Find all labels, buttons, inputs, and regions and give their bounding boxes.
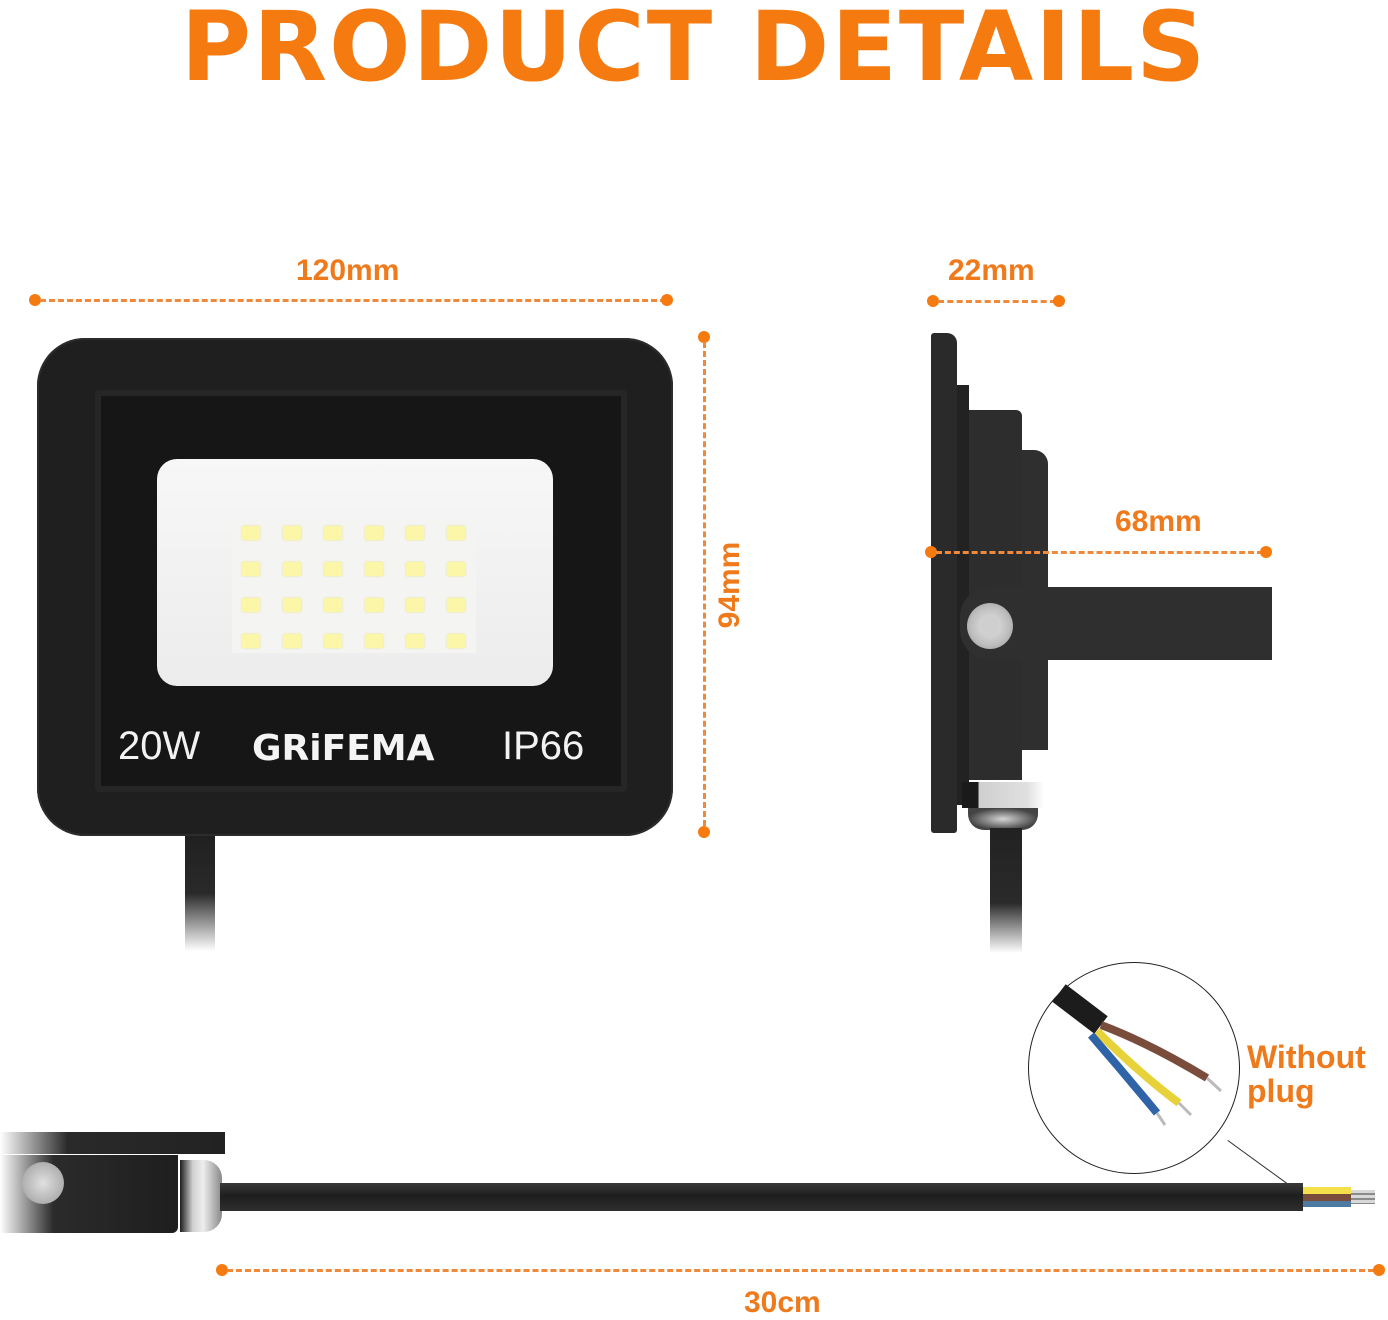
led-chip — [324, 562, 342, 576]
led-chip — [447, 526, 465, 540]
wire-detail-callout — [1028, 962, 1240, 1174]
stripped-wire-tips — [1351, 1190, 1375, 1204]
dimension-endpoint-dot — [1260, 546, 1272, 558]
led-chip — [447, 562, 465, 576]
dimension-endpoint-dot — [1053, 295, 1065, 307]
led-chip — [365, 526, 383, 540]
cable-gland-nut — [968, 808, 1038, 830]
dimension-endpoint-dot — [216, 1264, 228, 1276]
cable-length-label: 30cm — [744, 1286, 821, 1319]
floodlight-side-back — [931, 333, 957, 833]
led-chip — [324, 598, 342, 612]
ip-rating-label: IP66 — [502, 724, 585, 768]
dimension-endpoint-dot — [29, 294, 41, 306]
led-chip — [447, 634, 465, 648]
height-label: 94mm — [713, 541, 746, 629]
brown-wire — [1303, 1194, 1351, 1201]
floodlight-side-mid — [957, 385, 969, 805]
dimension-endpoint-dot — [925, 546, 937, 558]
front-power-cable — [185, 836, 215, 951]
bracket-depth-label: 68mm — [1115, 505, 1202, 538]
bottom-cable-gland — [180, 1160, 222, 1232]
power-label: 20W — [118, 724, 201, 768]
cable-gland — [962, 782, 1044, 808]
led-chip — [365, 634, 383, 648]
led-chip — [242, 634, 260, 648]
led-chip — [283, 562, 301, 576]
cable-length-dimension-line — [227, 1269, 1374, 1272]
bracket-dimension-line — [936, 551, 1263, 554]
page-title: PRODUCT DETAILS — [180, 0, 1208, 103]
blue-wire — [1303, 1201, 1351, 1207]
led-chip — [283, 634, 301, 648]
led-board — [232, 517, 476, 653]
depth-dimension-line — [938, 300, 1056, 303]
led-chip — [365, 562, 383, 576]
led-chip — [283, 526, 301, 540]
yellow-green-wire — [1303, 1187, 1351, 1194]
width-label: 120mm — [296, 254, 400, 287]
led-chip — [324, 634, 342, 648]
led-chip — [447, 598, 465, 612]
led-chip — [406, 526, 424, 540]
dimension-endpoint-dot — [1373, 1264, 1385, 1276]
led-chip — [324, 526, 342, 540]
dimension-endpoint-dot — [698, 826, 710, 838]
brand-logo: GRiFEMA — [252, 728, 435, 769]
height-dimension-line — [703, 342, 706, 826]
led-chip — [406, 634, 424, 648]
stripped-wires-icon — [1052, 984, 1223, 1126]
hex-socket-icon — [980, 616, 1000, 636]
led-chip — [406, 598, 424, 612]
led-chip — [406, 562, 424, 576]
floodlight-bottom-plate — [0, 1132, 225, 1154]
dimension-endpoint-dot — [927, 295, 939, 307]
dimension-endpoint-dot — [661, 294, 673, 306]
width-dimension-line — [40, 299, 666, 302]
depth-label: 22mm — [948, 254, 1035, 287]
without-plug-line2: plug — [1247, 1073, 1315, 1109]
led-chip — [283, 598, 301, 612]
led-chip — [242, 598, 260, 612]
without-plug-line1: Without — [1247, 1039, 1366, 1075]
led-chip — [242, 526, 260, 540]
led-chip — [242, 562, 260, 576]
dimension-endpoint-dot — [698, 331, 710, 343]
led-chip — [365, 598, 383, 612]
side-power-cable — [990, 828, 1022, 953]
power-cable — [220, 1183, 1303, 1211]
bottom-bolt — [22, 1162, 64, 1204]
